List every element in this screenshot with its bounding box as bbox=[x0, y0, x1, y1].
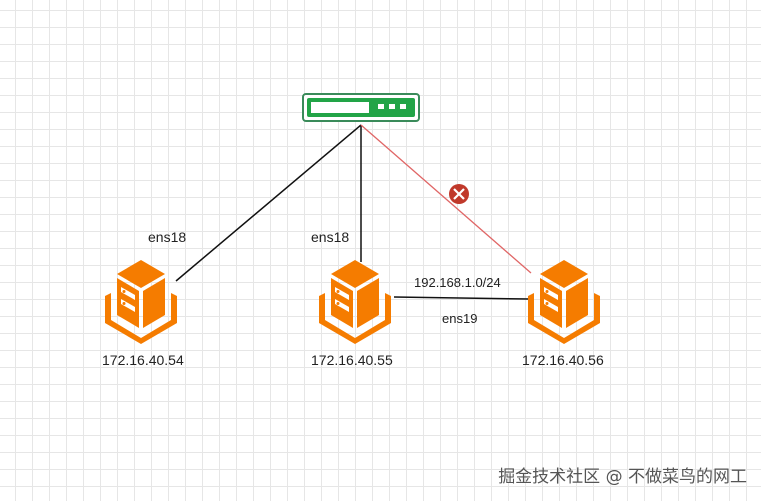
server-stack-icon bbox=[528, 260, 600, 344]
link-switch-to-56-failed bbox=[360, 124, 532, 274]
node-55-ip-label: 172.16.40.55 bbox=[311, 352, 393, 368]
node-56-ip-label: 172.16.40.56 bbox=[522, 352, 604, 368]
node-54-ip-label: 172.16.40.54 bbox=[102, 352, 184, 368]
server-stack-icon bbox=[105, 260, 177, 344]
node-55-interface-label: ens18 bbox=[311, 229, 350, 245]
link-switch-to-54 bbox=[175, 124, 362, 282]
link-55-to-56 bbox=[393, 296, 530, 300]
server-stack-icon bbox=[319, 260, 391, 344]
network-switch-icon bbox=[302, 93, 420, 122]
link-subnet-label: 192.168.1.0/24 bbox=[414, 275, 501, 290]
node-54-interface-label: ens18 bbox=[148, 229, 187, 245]
link-interface-label: ens19 bbox=[442, 311, 478, 326]
watermark: 掘金技术社区 @ 不做菜鸟的网工 bbox=[498, 467, 747, 487]
disconnected-x-icon bbox=[449, 184, 469, 204]
